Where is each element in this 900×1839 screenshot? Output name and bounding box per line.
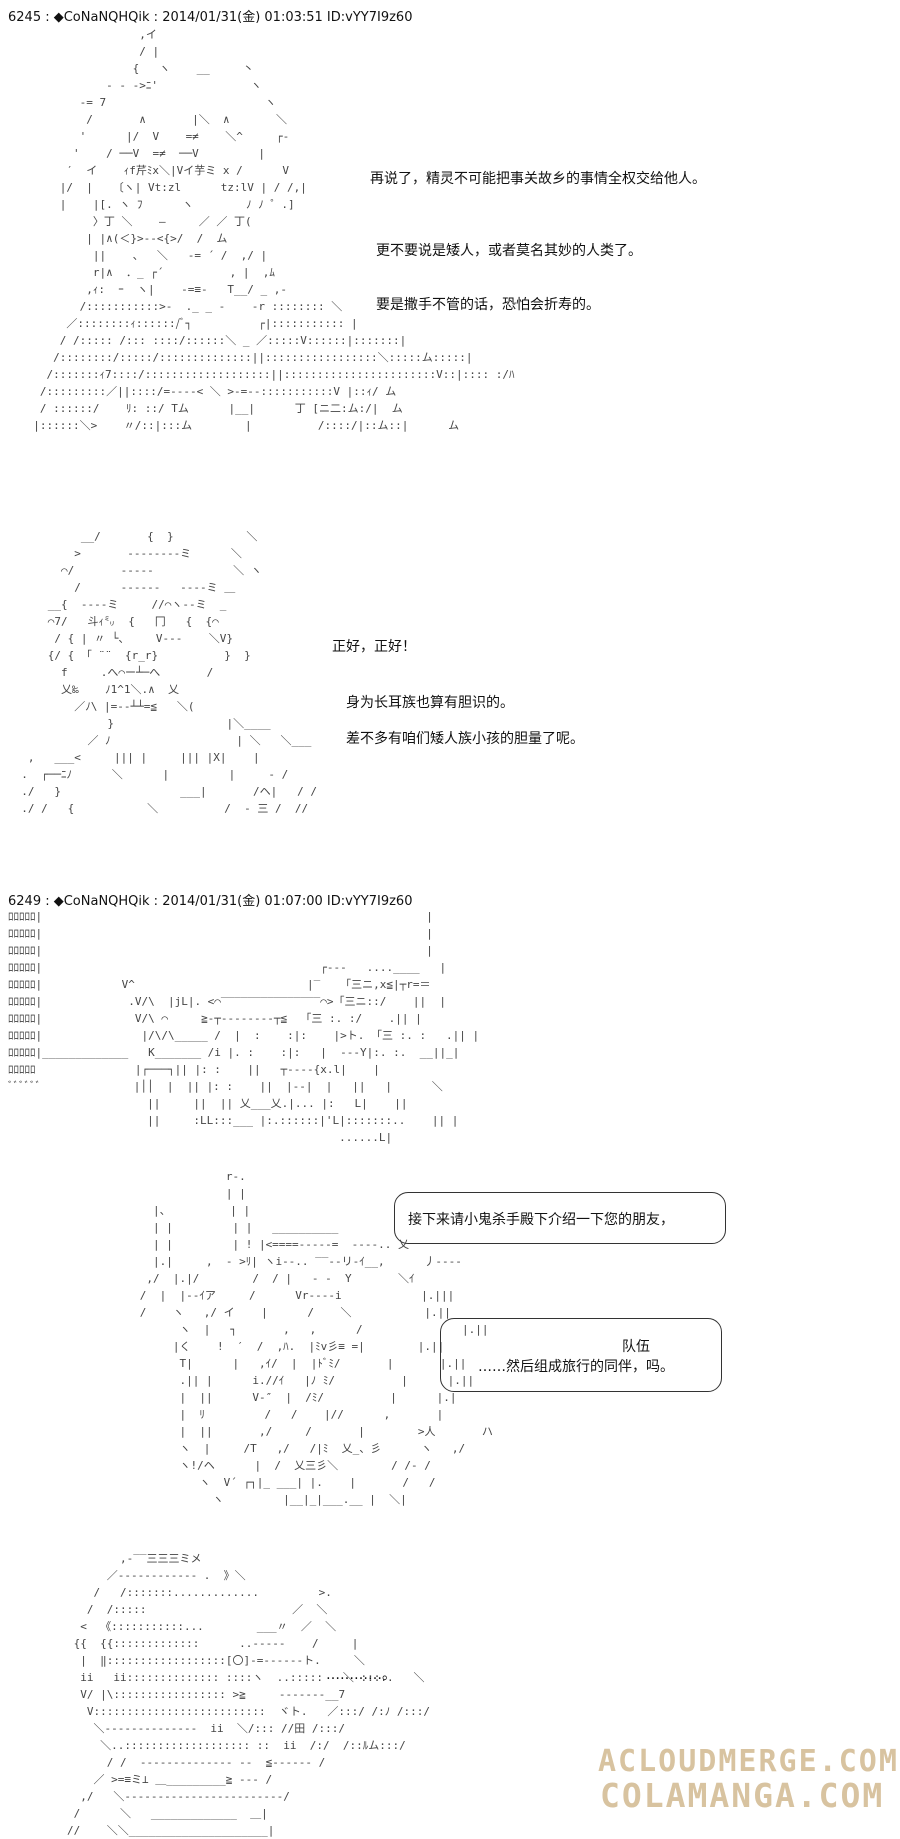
ascii-art-dwarf: __/ { } ＼ > ‐‐-‐‐‐‐‐ミ ＼ ⌒/ ----- ＼ ヽ / ‐…	[21, 530, 318, 815]
dialogue-line-4: 正好，正好！	[332, 639, 416, 655]
dialogue-line-7: 接下来请小鬼杀手殿下介绍一下您的朋友，	[408, 1212, 674, 1228]
watermark-line-1: ACLOUDMERGE.COM	[598, 1744, 899, 1779]
dialogue-line-3: 要是撒手不管的话，恐怕会折寿的。	[376, 297, 600, 313]
watermark-line-2: COLAMANGA.COM	[600, 1776, 885, 1815]
speech-bubble-2	[440, 1318, 722, 1392]
speech-bubble-1	[394, 1192, 726, 1244]
ascii-art-elf: ,イ / | { ヽ __ 丶 - - ->ﾆ' ヽ -= 7 ヽ / ∧ |＼…	[33, 28, 515, 432]
dialogue-line-8: 队伍	[622, 1339, 650, 1355]
dialogue-line-5: 身为长耳族也算有胆识的。	[346, 695, 514, 711]
dialogue-line-9: ……然后组成旅行的同伴，吗。	[478, 1359, 674, 1375]
dialogue-line-6: 差不多有咱们矮人族小孩的胆量了呢。	[346, 731, 584, 747]
dialogue-line-10: …………。	[326, 1667, 396, 1683]
dialogue-line-1: 再说了，精灵不可能把事关故乡的事情全权交给他人。	[370, 171, 706, 187]
post-header-6245: 6245 : ◆CoNaNQHQik : 2014/01/31(金) 01:03…	[8, 10, 413, 25]
dialogue-line-2: 更不要说是矮人，或者莫名其妙的人类了。	[376, 243, 642, 259]
ascii-art-building: ﾛﾛﾛﾛﾛ| | ﾛﾛﾛﾛﾛ| | ﾛﾛﾛﾛﾛ| | ﾛﾛ	[8, 910, 480, 1144]
ascii-art-helmet: ,‐‾‾三三三ミメ ／‐‐‐‐‐‐‐‐‐‐‐‐ . 》＼ / /:::::::.…	[66, 1552, 430, 1837]
ascii-art-goblin-slayer: r‐. | | |、 | | | | | | __________ | | | …	[139, 1170, 493, 1506]
post-header-6249: 6249 : ◆CoNaNQHQik : 2014/01/31(金) 01:07…	[8, 894, 413, 909]
